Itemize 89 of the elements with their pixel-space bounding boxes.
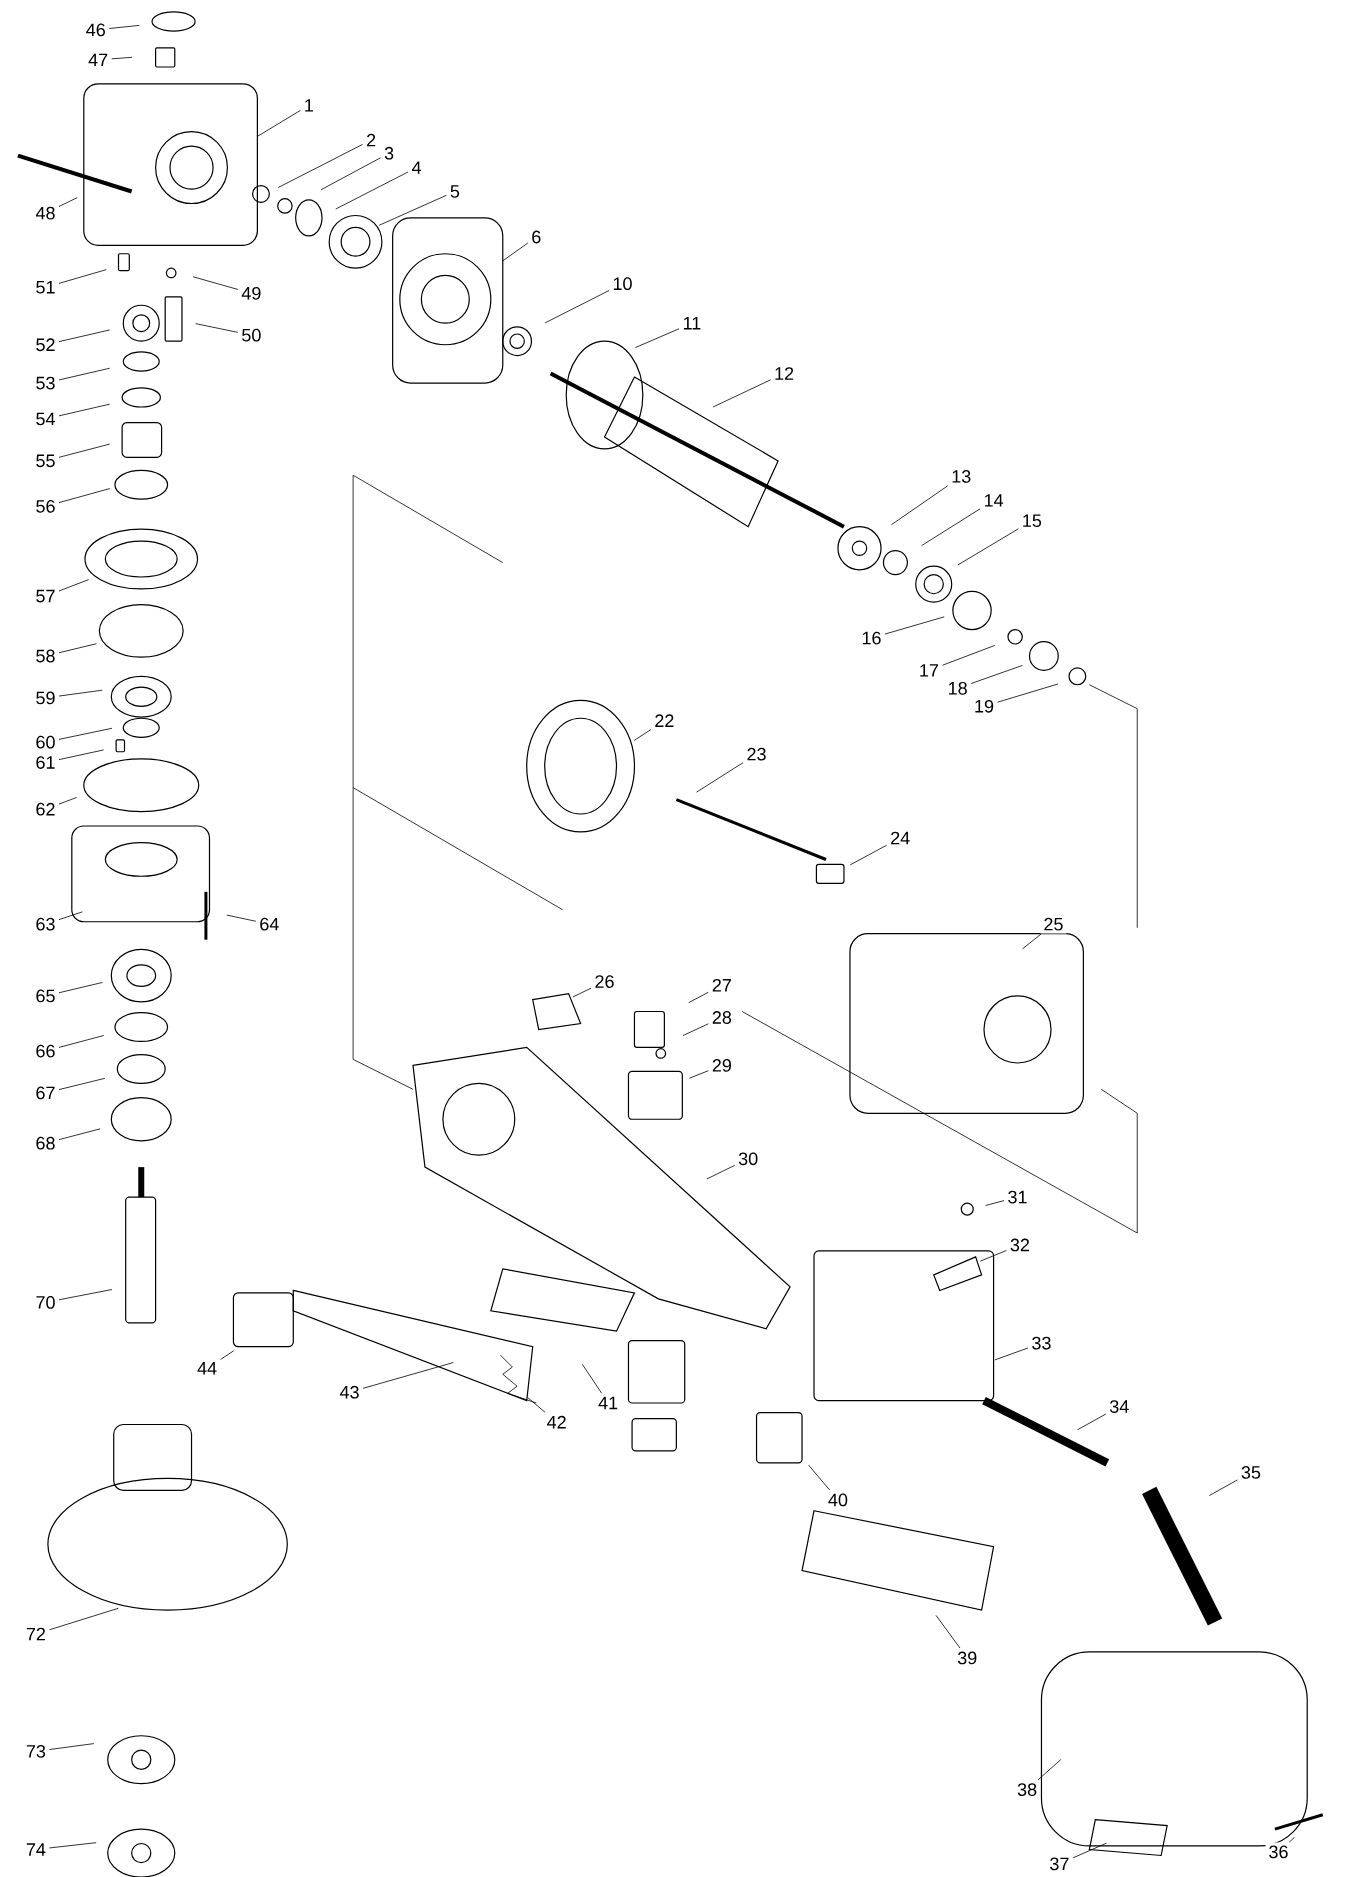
leader-line <box>58 1128 101 1141</box>
leader-line <box>58 197 78 207</box>
leader-line <box>111 56 133 60</box>
leader-line <box>58 269 107 284</box>
leader-line <box>527 1397 546 1413</box>
callout-number: 15 <box>1018 511 1045 530</box>
leader-line <box>58 727 113 740</box>
leader-line <box>682 1023 709 1036</box>
leader-line <box>884 616 945 635</box>
callout-number: 44 <box>193 1359 220 1378</box>
leader-line <box>994 1347 1029 1361</box>
leader-line <box>633 729 652 741</box>
leader-line <box>58 329 110 343</box>
leader-line <box>58 403 110 417</box>
leader-line <box>58 488 111 503</box>
callout-number: 74 <box>22 1840 49 1859</box>
callout-number: 52 <box>32 335 59 355</box>
callout-number: 26 <box>591 972 618 991</box>
leader-line <box>58 1077 106 1090</box>
leader-line <box>712 379 771 408</box>
leader-line <box>1288 1836 1295 1843</box>
leader-line <box>688 991 709 1003</box>
leader-line <box>256 110 301 137</box>
callout-number: 10 <box>609 274 636 294</box>
leader-line <box>935 1614 961 1649</box>
callout-number: 38 <box>1013 1780 1040 1799</box>
callout-number: 29 <box>708 1056 735 1075</box>
leader-line <box>634 328 680 348</box>
leader-line <box>58 797 77 805</box>
leader-line <box>696 762 744 793</box>
callout-number: 70 <box>32 1293 59 1312</box>
leader-line <box>58 982 103 994</box>
leader-line <box>335 171 409 210</box>
leader-line <box>320 157 381 191</box>
callout-number: 13 <box>948 467 975 486</box>
callout-number: 37 <box>1046 1854 1073 1874</box>
leader-line <box>58 643 97 654</box>
leader-line <box>849 844 887 866</box>
leader-line <box>970 665 1023 684</box>
leader-line <box>808 1464 830 1491</box>
callout-number: 30 <box>735 1149 762 1169</box>
leader-line <box>58 1289 113 1301</box>
leader-line <box>1072 1842 1107 1859</box>
leader-line <box>58 443 111 458</box>
callout-number: 11 <box>679 314 705 333</box>
leader-line <box>921 508 981 546</box>
leader-line <box>58 367 110 381</box>
callout-number: 12 <box>770 364 797 383</box>
leader-line <box>1021 933 1042 950</box>
leader-line <box>941 645 996 666</box>
leader-line <box>226 914 257 922</box>
callout-number: 34 <box>1106 1397 1133 1416</box>
callout-number: 61 <box>32 753 59 772</box>
leader-line <box>572 987 592 998</box>
leader-line <box>544 290 610 324</box>
leader-line <box>581 1363 602 1394</box>
leader-line <box>58 579 89 592</box>
leader-line <box>957 528 1019 566</box>
leader-line <box>108 25 140 29</box>
leader-line <box>58 1035 105 1048</box>
leader-line <box>501 242 529 262</box>
leader-line <box>706 1165 735 1180</box>
leader-line <box>58 911 83 921</box>
leader-line <box>1037 1759 1062 1781</box>
callout-number: 14 <box>980 491 1007 510</box>
leader-line <box>985 1200 1005 1206</box>
callout-number: 22 <box>651 711 678 730</box>
callout-number: 56 <box>32 497 59 516</box>
leader-line <box>688 1070 709 1079</box>
callout-number: 51 <box>32 278 59 297</box>
leader-line <box>192 276 239 290</box>
leader-line <box>277 144 363 188</box>
leader-line <box>1077 1413 1106 1431</box>
leader-line <box>362 1362 454 1389</box>
leader-line <box>1208 1479 1238 1496</box>
leader-line <box>58 689 103 697</box>
leader-line <box>220 1350 234 1360</box>
leader-line <box>48 1842 97 1849</box>
leader-line <box>890 485 948 526</box>
leader-line <box>48 1743 95 1750</box>
leader-line <box>997 683 1059 703</box>
callout-number: 17 <box>915 661 942 680</box>
leader-line <box>378 194 447 226</box>
leader-line <box>48 1607 119 1631</box>
leader-line <box>195 323 239 333</box>
leader-line <box>58 749 104 760</box>
callout-number: 28 <box>708 1008 735 1027</box>
callout-number: 35 <box>1237 1463 1264 1482</box>
leader-line <box>979 1250 1007 1262</box>
